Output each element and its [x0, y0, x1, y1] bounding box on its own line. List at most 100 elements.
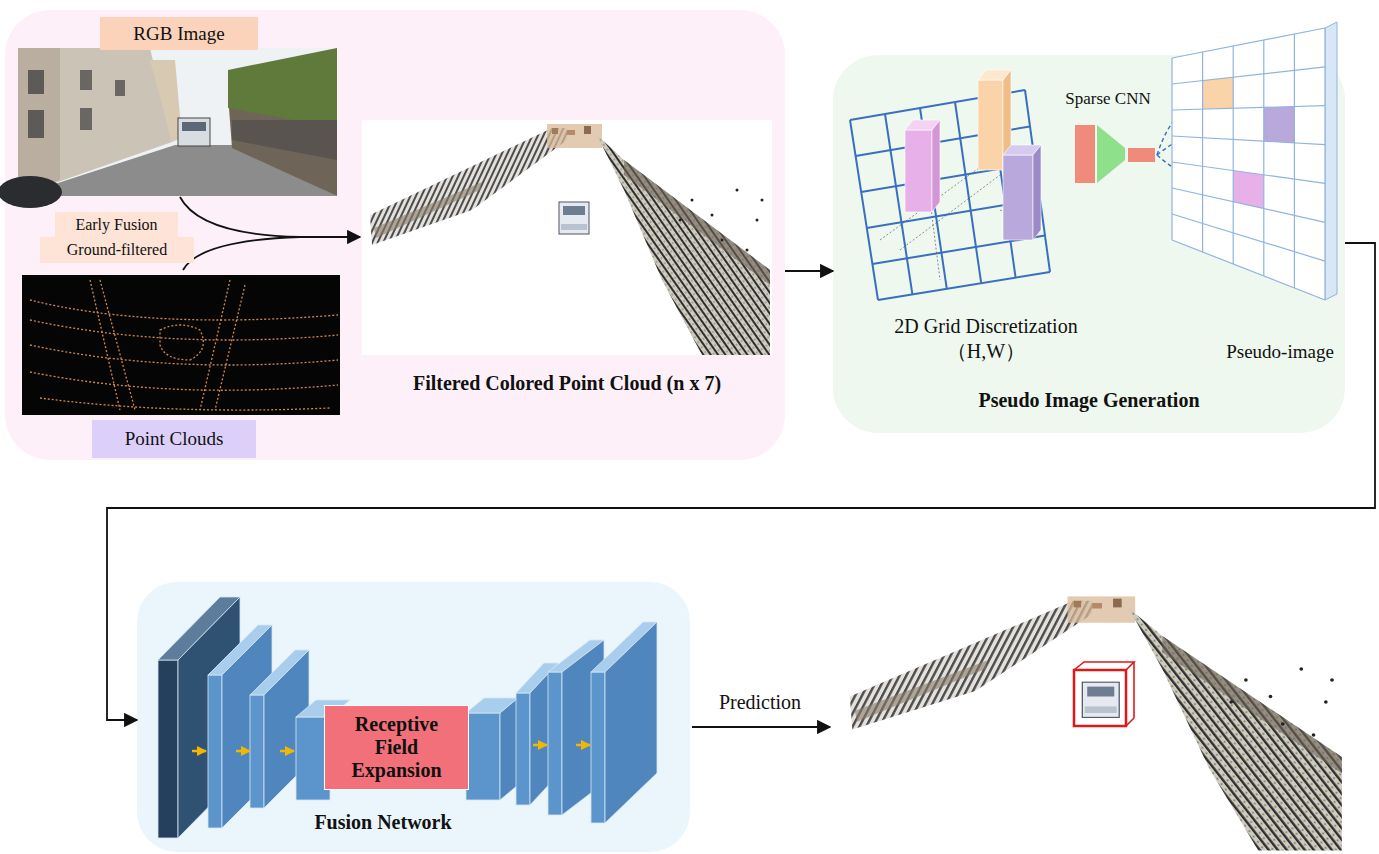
lidar-scan-part	[215, 285, 245, 410]
grid-discretization-part-part	[978, 80, 1003, 170]
filtered-point-cloud	[362, 120, 772, 355]
panel-title: Filtered Colored Point Cloud (n x 7)	[362, 372, 772, 395]
network-layers-part	[466, 713, 500, 800]
rgb-photo-part	[232, 120, 337, 160]
grid-discretization-part-part	[955, 102, 981, 283]
lidar-scan-part	[100, 280, 135, 410]
network-layers	[158, 597, 657, 838]
sparse-cnn-part	[1097, 125, 1125, 183]
skip-arrows-part	[576, 744, 590, 747]
sparse-cnn-part	[1128, 148, 1155, 162]
pseudo-image	[1172, 22, 1337, 300]
fusion-panel: Fusion Network Receptive Field Expansion	[137, 582, 690, 852]
flow-connector	[107, 243, 1375, 720]
rgb-photo-part	[28, 110, 44, 138]
panel-ground	[137, 582, 690, 852]
pseudo-image-part-part	[1172, 162, 1325, 183]
flow-connector	[785, 270, 833, 272]
rgb-photo-part	[115, 80, 125, 96]
skip-arrows-part	[533, 744, 547, 747]
fusion-arrow-part	[183, 237, 300, 270]
pseudo-image-part-part	[1171, 58, 1172, 240]
lidar-scan-part	[30, 345, 338, 365]
grid-discretization-part-part	[905, 130, 932, 212]
lidar-scan-part	[40, 398, 330, 410]
box-label: RGB Image	[127, 23, 230, 45]
image-tag: RGB Image	[100, 17, 258, 50]
lidar-scan-part	[160, 325, 203, 360]
lidar-scan	[22, 275, 340, 415]
panel-ground	[5, 10, 785, 460]
network-layers-part	[158, 660, 178, 838]
rgb-photo-part	[178, 118, 210, 146]
box-label: Ground-filtered	[61, 241, 173, 259]
pseudo-image-part-part	[1294, 34, 1295, 288]
pseudo-image-part	[1172, 28, 1325, 300]
network-layers-part	[208, 675, 222, 828]
pseudo-image-part-part	[1172, 240, 1325, 300]
pseudo-image-part	[1325, 22, 1337, 300]
box-label: Point Clouds	[119, 428, 230, 450]
grid-discretization	[850, 70, 1050, 300]
pseudo-image-part	[1172, 28, 1325, 300]
box-label: Receptive Field Expansion	[325, 713, 468, 782]
prediction-result-part	[1074, 662, 1134, 670]
rgb-photo-part	[18, 48, 337, 196]
prediction-result-part	[1074, 670, 1126, 726]
skip-arrows-part	[236, 750, 250, 753]
filtered-point-cloud-part	[362, 120, 772, 355]
lidar-scan-part	[30, 300, 338, 320]
prediction-arrow	[692, 726, 830, 728]
grid-discretization-part-part	[878, 272, 1050, 300]
pseudo-image-panel: Pseudo Image Generation	[833, 55, 1345, 433]
grid-discretization-part-part	[1003, 155, 1033, 240]
filtered-point-cloud-part	[370, 124, 770, 355]
rgb-photo-part	[150, 60, 182, 142]
network-layers-part	[605, 622, 657, 823]
rgb-photo-part	[0, 176, 62, 208]
arrow-label: Prediction	[702, 690, 818, 715]
pseudo-image-part-part	[1172, 28, 1325, 58]
skip-arrows-part	[192, 750, 206, 753]
panel-title: Pseudo Image Generation	[853, 389, 1325, 412]
pseudo-image-part-part	[1233, 46, 1234, 264]
prediction-result-part	[850, 596, 1342, 850]
rgb-photo-part	[182, 122, 206, 131]
output-caption: Pseudo-image	[1212, 340, 1348, 364]
step-tag: Early Fusion	[55, 212, 178, 238]
grid-discretization-part-part	[932, 120, 940, 212]
fusion-arrow	[180, 197, 360, 270]
network-layers-part	[548, 672, 562, 815]
pseudo-image-part-part	[1172, 67, 1325, 84]
skip-arrows-part	[280, 750, 294, 753]
pseudo-image-part-part	[1172, 136, 1325, 145]
panel-ground	[833, 55, 1345, 433]
prediction-result	[850, 596, 1342, 850]
pseudo-image-part-part	[1172, 214, 1325, 261]
pseudo-image-part	[1203, 77, 1234, 109]
prediction-result-part	[1133, 662, 1135, 718]
rgb-photo-part	[28, 70, 44, 94]
rgb-photo-part	[18, 48, 60, 196]
grid-discretization-part	[850, 90, 1050, 300]
input-panel: Filtered Colored Point Cloud (n x 7) RGB …	[5, 10, 785, 460]
pseudo-image-part-part	[1202, 52, 1203, 252]
pseudo-image-part	[1264, 107, 1295, 143]
expansion-block: Receptive Field Expansion	[324, 705, 469, 790]
rgb-photo-part	[80, 108, 92, 130]
grid-discretization-part-part	[1033, 145, 1041, 240]
module-label: Sparse CNN	[1048, 88, 1168, 109]
lidar-scan-part	[30, 320, 338, 340]
rgb-photo-part	[80, 70, 92, 90]
lidar-scan-part	[200, 280, 230, 410]
grid-discretization-part-part	[850, 120, 878, 300]
fusion-arrow-part	[180, 197, 360, 237]
panel-title: Fusion Network	[268, 811, 498, 834]
box-label: Early Fusion	[69, 216, 163, 234]
lidar-scan-part	[30, 372, 338, 390]
pseudo-image-part-part	[1263, 40, 1264, 276]
network-layers-part	[516, 693, 530, 805]
sparse-cnn-part	[1075, 125, 1095, 183]
grid-discretization-part	[905, 70, 1041, 240]
rgb-photo-part	[228, 48, 337, 128]
